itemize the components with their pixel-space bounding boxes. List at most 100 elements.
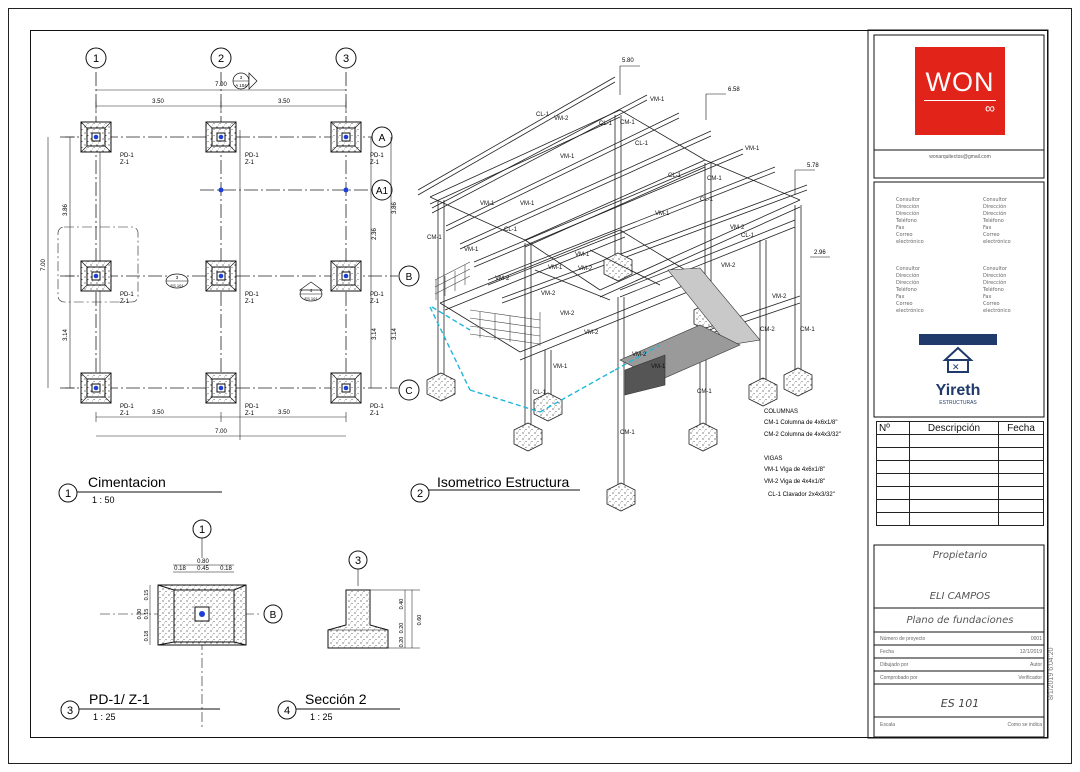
dim-left-total: 7.00	[41, 259, 47, 271]
dim-right-2: 2.36	[372, 228, 378, 240]
iso-label: VM-1	[553, 364, 568, 370]
grid-row-a1: A1	[376, 186, 389, 197]
contact-line: Dirección	[983, 280, 1007, 286]
contact-line: electrónico	[896, 239, 924, 245]
footing-label: PD-1	[120, 404, 134, 410]
footing-pad	[330, 260, 362, 292]
won-logo-text: WON	[923, 67, 997, 101]
footing-label: Z-1	[245, 411, 255, 417]
detail-bubble-num: 1	[199, 524, 205, 536]
drawing-sheet	[8, 8, 1072, 764]
footing-label: PD-1	[120, 292, 134, 298]
iso-label: CM-1	[427, 235, 442, 241]
footing-label: PD-1	[120, 153, 134, 159]
view-4-title: Sección 2	[305, 691, 367, 707]
footing-pad	[330, 121, 362, 153]
legend-columns-title: COLUMNAS	[764, 409, 798, 415]
contact-line: Dirección	[896, 204, 920, 210]
detail-grid-b: B	[270, 610, 277, 621]
contact-line: Correo	[983, 232, 1000, 238]
info-label: Comprobado por	[880, 675, 918, 681]
info-value: 12/1/2019	[1019, 649, 1042, 655]
footing-pads: PD-1Z-1PD-1Z-1PD-1Z-1PD-1Z-1PD-1Z-1PD-1Z…	[80, 121, 384, 417]
dim-top-total: 7.00	[215, 82, 227, 88]
won-logo: WON ∞	[915, 47, 1005, 135]
contact-block: Consultor Dirección Dirección Teléfono F…	[983, 266, 1011, 315]
section-mark-sheet: ES 101	[304, 296, 318, 301]
footing-label: Z-1	[120, 411, 130, 417]
legend-column-item: CM-2 Columna de 4x4x3/32"	[764, 432, 841, 438]
print-date: 8/1/2019 6:04:20	[1048, 647, 1055, 700]
section-dim: 0.60	[417, 615, 423, 626]
contact-line: Consultor	[983, 197, 1007, 203]
contact-block: Consultor Dirección Dirección Teléfono F…	[896, 266, 924, 315]
contact-line: Correo	[896, 301, 913, 307]
contact-line: Dirección	[983, 204, 1007, 210]
contact-line: Dirección	[896, 273, 920, 279]
scale-label: Escala	[880, 722, 896, 728]
elevation-label: 2.96	[814, 250, 826, 256]
contact-line: Consultor	[896, 266, 920, 272]
title-block-frames	[867, 29, 1049, 739]
view-3-title: PD-1/ Z-1	[89, 691, 150, 707]
iso-elevations	[619, 65, 830, 258]
contact-line: Teléfono	[896, 218, 917, 224]
svg-text:✕: ✕	[952, 362, 960, 372]
company-email: wonarquitectos@gmail.com	[929, 154, 991, 160]
contact-block: Consultor Dirección Dirección Teléfono F…	[983, 197, 1011, 246]
iso-footing	[688, 422, 718, 452]
dim-right-3: 3.14	[372, 328, 378, 340]
grid-row-a: A	[379, 133, 386, 144]
view-bubble	[60, 700, 80, 720]
contact-line: Fax	[896, 225, 905, 231]
revision-row	[876, 499, 1044, 513]
footing-pad	[80, 372, 112, 404]
partner-logo-sub: ESTRUCTURAS	[939, 400, 977, 406]
iso-label: VM-1	[480, 201, 495, 207]
iso-labels: CL-1 VM-2 CL-1 CM-1 VM-1 CL-1 VM-1 VM-1 …	[427, 97, 815, 436]
iso-footing	[783, 367, 813, 397]
iso-label: CM-1	[620, 120, 635, 126]
contact-line: electrónico	[896, 308, 924, 314]
revision-row	[876, 434, 1044, 448]
detail-dim-top: 0.80	[197, 559, 209, 565]
plan-name: Plano de fundaciones	[906, 615, 1014, 626]
info-label: Dibujado por	[880, 662, 909, 668]
iso-label: VM-2	[560, 311, 575, 317]
iso-label: CL-1	[533, 390, 547, 396]
iso-label: CM-1	[707, 176, 722, 182]
legend-column-item: CM-1 Columna de 4x6x1/8"	[764, 420, 838, 426]
iso-label: VM-1	[520, 201, 535, 207]
stair	[619, 267, 761, 396]
grid-bubbles-columns	[85, 47, 357, 69]
info-row: Número de proyecto 0001	[880, 636, 1042, 642]
contact-line: Consultor	[983, 266, 1007, 272]
iso-label: VM-1	[650, 97, 665, 103]
iso-label: VM-2	[730, 225, 745, 231]
elevation-label: 6.58	[728, 87, 740, 93]
grid-col-2: 2	[218, 53, 224, 65]
footing-label: Z-1	[370, 299, 380, 305]
grid-row-b: B	[406, 272, 413, 283]
footing-label: PD-1	[245, 153, 259, 159]
revision-header-row: Nº Descripción Fecha	[876, 421, 1044, 435]
contact-line: electrónico	[983, 239, 1011, 245]
section-dim: 0.20	[399, 637, 405, 648]
detail-dim-side: 0.30	[137, 609, 143, 620]
section-2	[327, 550, 420, 649]
legend-beams-title: VIGAS	[764, 456, 782, 462]
contact-line: Dirección	[983, 211, 1007, 217]
section-mark-sheet: A 104	[235, 83, 247, 88]
dim-bottom-1: 3.50	[152, 410, 164, 416]
iso-label: VM-2	[495, 276, 510, 282]
revision-row	[876, 473, 1044, 487]
section-marker-es101-b	[298, 281, 324, 302]
iso-label: CL-1	[504, 227, 518, 233]
section-mark-num: 4	[310, 288, 313, 293]
grid-col-1: 1	[93, 53, 99, 65]
contact-line: electrónico	[983, 308, 1011, 314]
contact-line: Teléfono	[983, 218, 1004, 224]
iso-label: VM-2	[584, 330, 599, 336]
iso-footing	[606, 482, 636, 512]
view-bubble	[58, 483, 78, 503]
